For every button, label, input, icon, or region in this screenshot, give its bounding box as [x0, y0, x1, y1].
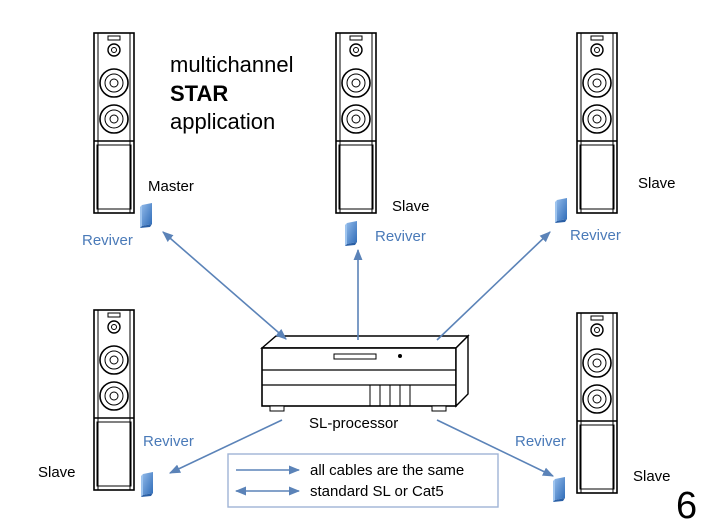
- sl-processor-unit: [260, 334, 470, 412]
- title-line-2: STAR: [170, 81, 229, 106]
- title-line-3: application: [170, 109, 276, 134]
- reviver-box-front-left: [140, 203, 152, 228]
- speaker-rear-left: [93, 309, 135, 491]
- legend-line-2: standard SL or Cat5: [310, 483, 444, 500]
- reviver-box-front-right: [555, 198, 567, 223]
- speaker-center: [335, 32, 377, 214]
- role-label-front-left: Master: [148, 178, 194, 195]
- legend-line-1: all cables are the same: [310, 462, 465, 479]
- role-label-rear-left: Slave: [38, 464, 76, 481]
- reviver-label-front-right: Reviver: [570, 227, 621, 244]
- speaker-rear-right: [576, 312, 618, 494]
- arrow-to-front-left: [162, 231, 287, 340]
- reviver-label-rear-left: Reviver: [143, 433, 194, 450]
- legend-box: [227, 453, 499, 508]
- reviver-label-center: Reviver: [375, 228, 426, 245]
- title-line-1: multichannel: [170, 52, 294, 77]
- reviver-box-rear-left: [141, 472, 153, 497]
- arrow-to-front-right: [436, 231, 551, 341]
- processor-label: SL-processor: [309, 415, 399, 432]
- role-label-front-right: Slave: [638, 175, 676, 192]
- reviver-label-rear-right: Reviver: [515, 433, 566, 450]
- arrow-to-rear-right: [436, 419, 555, 477]
- role-label-center: Slave: [392, 198, 430, 215]
- role-label-rear-right: Slave: [633, 468, 671, 485]
- page-number: 6: [676, 485, 698, 527]
- reviver-box-center: [345, 221, 357, 246]
- speaker-front-left: [93, 32, 135, 214]
- reviver-label-front-left: Reviver: [82, 232, 133, 249]
- speaker-front-right: [576, 32, 618, 214]
- arrow-to-rear-left: [168, 419, 283, 474]
- reviver-box-rear-right: [553, 477, 565, 502]
